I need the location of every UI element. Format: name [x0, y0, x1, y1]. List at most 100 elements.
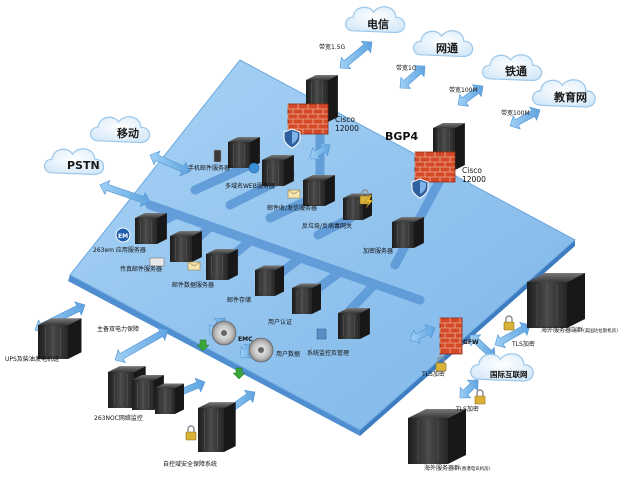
double-arrow	[399, 65, 426, 89]
server-top	[108, 366, 146, 372]
emc-disk-icon	[211, 320, 237, 346]
server-side	[567, 273, 585, 328]
disk-spindle	[221, 330, 227, 336]
lock-icon	[503, 315, 515, 331]
server-encrypt	[392, 217, 424, 248]
server-top	[38, 318, 82, 325]
server-top	[255, 265, 284, 270]
lock-shackle	[476, 389, 484, 396]
double-arrow	[409, 324, 436, 344]
server-top	[170, 231, 202, 236]
server-top	[306, 75, 338, 80]
ext-label-tls-2: TLS加密	[421, 370, 445, 378]
server-side	[448, 409, 466, 464]
bus-line	[190, 160, 255, 195]
server-side	[157, 213, 167, 244]
server-mail-storage	[255, 265, 284, 296]
logo-circle	[115, 227, 131, 243]
cloud-label-mobile: 移动	[117, 126, 139, 140]
ext-label-power: 主备双电力保障	[97, 325, 139, 333]
envelope-flap	[187, 261, 201, 267]
lock-icon	[435, 356, 447, 372]
cloud-label-edu: 教育网	[553, 90, 587, 104]
server-top	[228, 137, 260, 142]
cloud-label-pstn: PSTN	[67, 159, 100, 172]
firewall-gfw	[439, 317, 463, 355]
ext-label-tls-1: TLS加密	[511, 340, 535, 348]
cloud-mobile	[89, 116, 151, 144]
cloud-shape	[412, 30, 474, 58]
double-arrow	[99, 179, 151, 208]
bandwidth-telecom: 带宽1.5G	[319, 43, 346, 51]
misc-icons: EM	[115, 149, 515, 441]
server-top	[132, 375, 164, 380]
lock-body	[474, 395, 486, 405]
servers	[38, 75, 585, 464]
server-top	[155, 383, 184, 388]
cloud-tietong	[481, 54, 543, 82]
server-side	[175, 383, 184, 414]
server-top	[527, 273, 585, 282]
server-overseas-1	[527, 273, 585, 328]
ext-label-guard: 自控域安全保障系统	[163, 460, 217, 468]
server-side	[250, 137, 260, 168]
cloud-edu	[532, 79, 596, 108]
cloud-pstn	[43, 148, 105, 176]
server-side	[328, 75, 338, 122]
server-label-mobile-mail: 手机邮件服务器	[188, 164, 230, 172]
firewall-body	[439, 317, 463, 355]
server-label-mail-storage: 邮件存储	[227, 296, 251, 304]
platform-label: BGP4	[385, 130, 418, 143]
bandwidth-edu: 带宽100M	[501, 109, 530, 117]
envelope-flap	[287, 189, 301, 195]
263em-logo: EM	[115, 227, 131, 243]
ext-label-overseas-1: 海外服务器端群(美国达拉斯机房)	[541, 326, 618, 334]
clouds	[43, 6, 596, 382]
mail-icon	[187, 261, 201, 271]
server-guard	[198, 402, 236, 452]
server-label-emc: EMC	[238, 336, 253, 343]
server-app	[135, 213, 167, 244]
server-side	[275, 265, 284, 296]
server-side	[68, 318, 82, 359]
ext-label-overseas-2: 海外服务器群(香港电讯机房)	[424, 464, 491, 472]
cloud-internet	[470, 353, 534, 382]
shield-highlight	[292, 131, 298, 144]
ext-label-noc: 263NOC网络监控	[94, 414, 143, 422]
bus-line	[345, 279, 380, 315]
lock-body	[503, 321, 515, 331]
server-top	[135, 213, 167, 218]
platform-side	[68, 275, 360, 436]
ext-label-ups: UPS及柴油发电机组	[5, 355, 59, 363]
firewall-2	[414, 151, 456, 183]
server-label-mail-recv: 邮件收/发信服务器	[267, 204, 317, 212]
double-arrow	[339, 40, 373, 70]
bandwidth-netcom: 带宽1G	[396, 64, 417, 72]
shield-1	[283, 128, 301, 149]
server-side	[224, 402, 236, 452]
lock-icon	[474, 389, 486, 405]
server-side	[312, 283, 321, 314]
platform-side-right	[360, 240, 575, 436]
lock-shackle	[361, 189, 369, 196]
firewall-1	[287, 103, 329, 135]
server-label-sys-monitor: 系统监控及管理	[307, 349, 349, 357]
router-label-1-line1: Cisco	[335, 115, 355, 124]
server-multi-web	[262, 155, 294, 186]
ext-label-overseas-2-main: 海外服务器群	[424, 464, 460, 472]
cloud-shape	[89, 116, 151, 144]
server-mobile-mail	[228, 137, 260, 168]
lock-shackle	[187, 425, 195, 432]
router-label-1-line2: 12000	[335, 124, 359, 133]
server-side	[192, 231, 202, 262]
ext-label-overseas-1-sub: (美国达拉斯机房)	[583, 327, 618, 334]
double-arrow	[309, 142, 331, 161]
server-top	[408, 409, 466, 418]
server-side	[284, 155, 294, 186]
server-side	[325, 175, 335, 206]
ext-label-gfw: GFW	[463, 339, 479, 346]
cloud-shape	[43, 148, 105, 176]
fax-icon	[149, 257, 165, 267]
